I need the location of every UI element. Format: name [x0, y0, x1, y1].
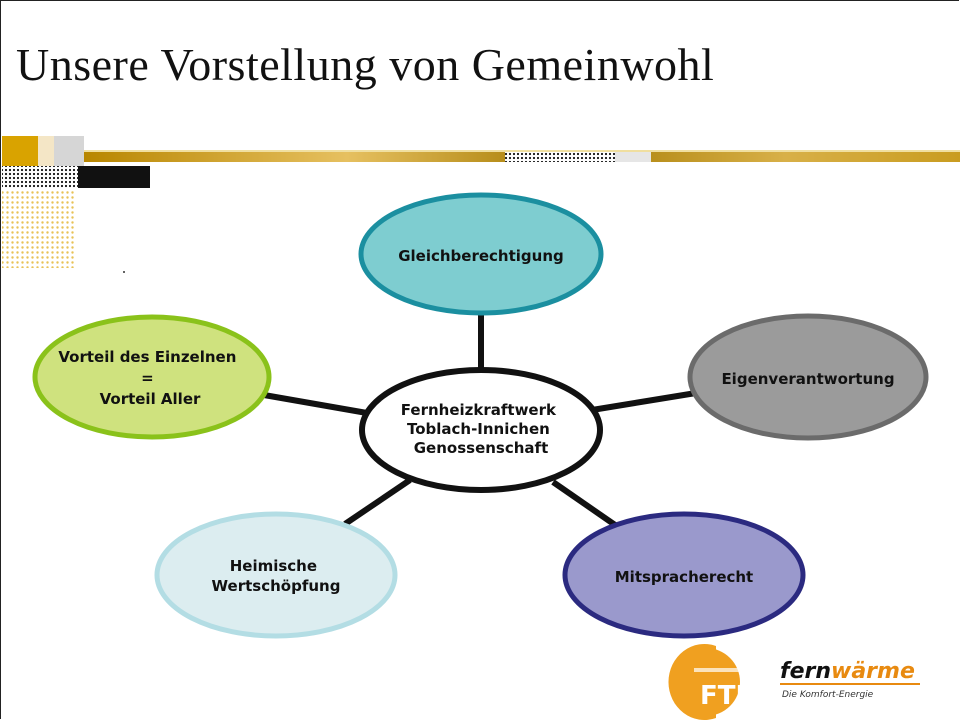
node-heimische-wertschoepfung: Heimische Wertschöpfung	[154, 511, 398, 639]
node-eigenverantwortung-label: Eigenverantwortung	[721, 370, 894, 388]
fti-logo-text: FTI	[700, 681, 745, 711]
node-heimische-wertschoepfung-label: Heimische Wertschöpfung	[212, 557, 341, 595]
connector-eigenverantwortung	[591, 390, 697, 413]
connector-heimische-wertschoepfung	[343, 477, 412, 527]
fernwaerme-logo-text: fernwärme	[780, 659, 915, 684]
fernwaerme-tagline: Die Komfort-Energie	[782, 690, 874, 700]
slide-title: Unsere Vorstellung von Gemeinwohl	[16, 39, 715, 90]
node-vorteil: Vorteil des Einzelnen = Vorteil Aller	[32, 314, 272, 440]
center-node: Fernheizkraftwerk Toblach-Innichen Genos…	[359, 367, 603, 493]
node-mitspracherecht-label: Mitspracherecht	[615, 568, 753, 586]
connector-mitspracherecht	[551, 479, 620, 530]
fernwaerme-logo: fernwärme Die Komfort-Energie	[780, 659, 920, 700]
center-node-label: Fernheizkraftwerk Toblach-Innichen Genos…	[401, 401, 561, 457]
node-gleichberechtigung-label: Gleichberechtigung	[398, 247, 564, 265]
connector-vorteil	[263, 392, 368, 416]
header-decoration	[2, 136, 960, 273]
node-vorteil-label: Vorteil des Einzelnen = Vorteil Aller	[58, 348, 241, 408]
fti-logo: FTI	[668, 644, 746, 720]
node-gleichberechtigung: Gleichberechtigung	[358, 192, 604, 316]
node-mitspracherecht: Mitspracherecht	[562, 511, 806, 639]
node-eigenverantwortung: Eigenverantwortung	[687, 313, 929, 441]
